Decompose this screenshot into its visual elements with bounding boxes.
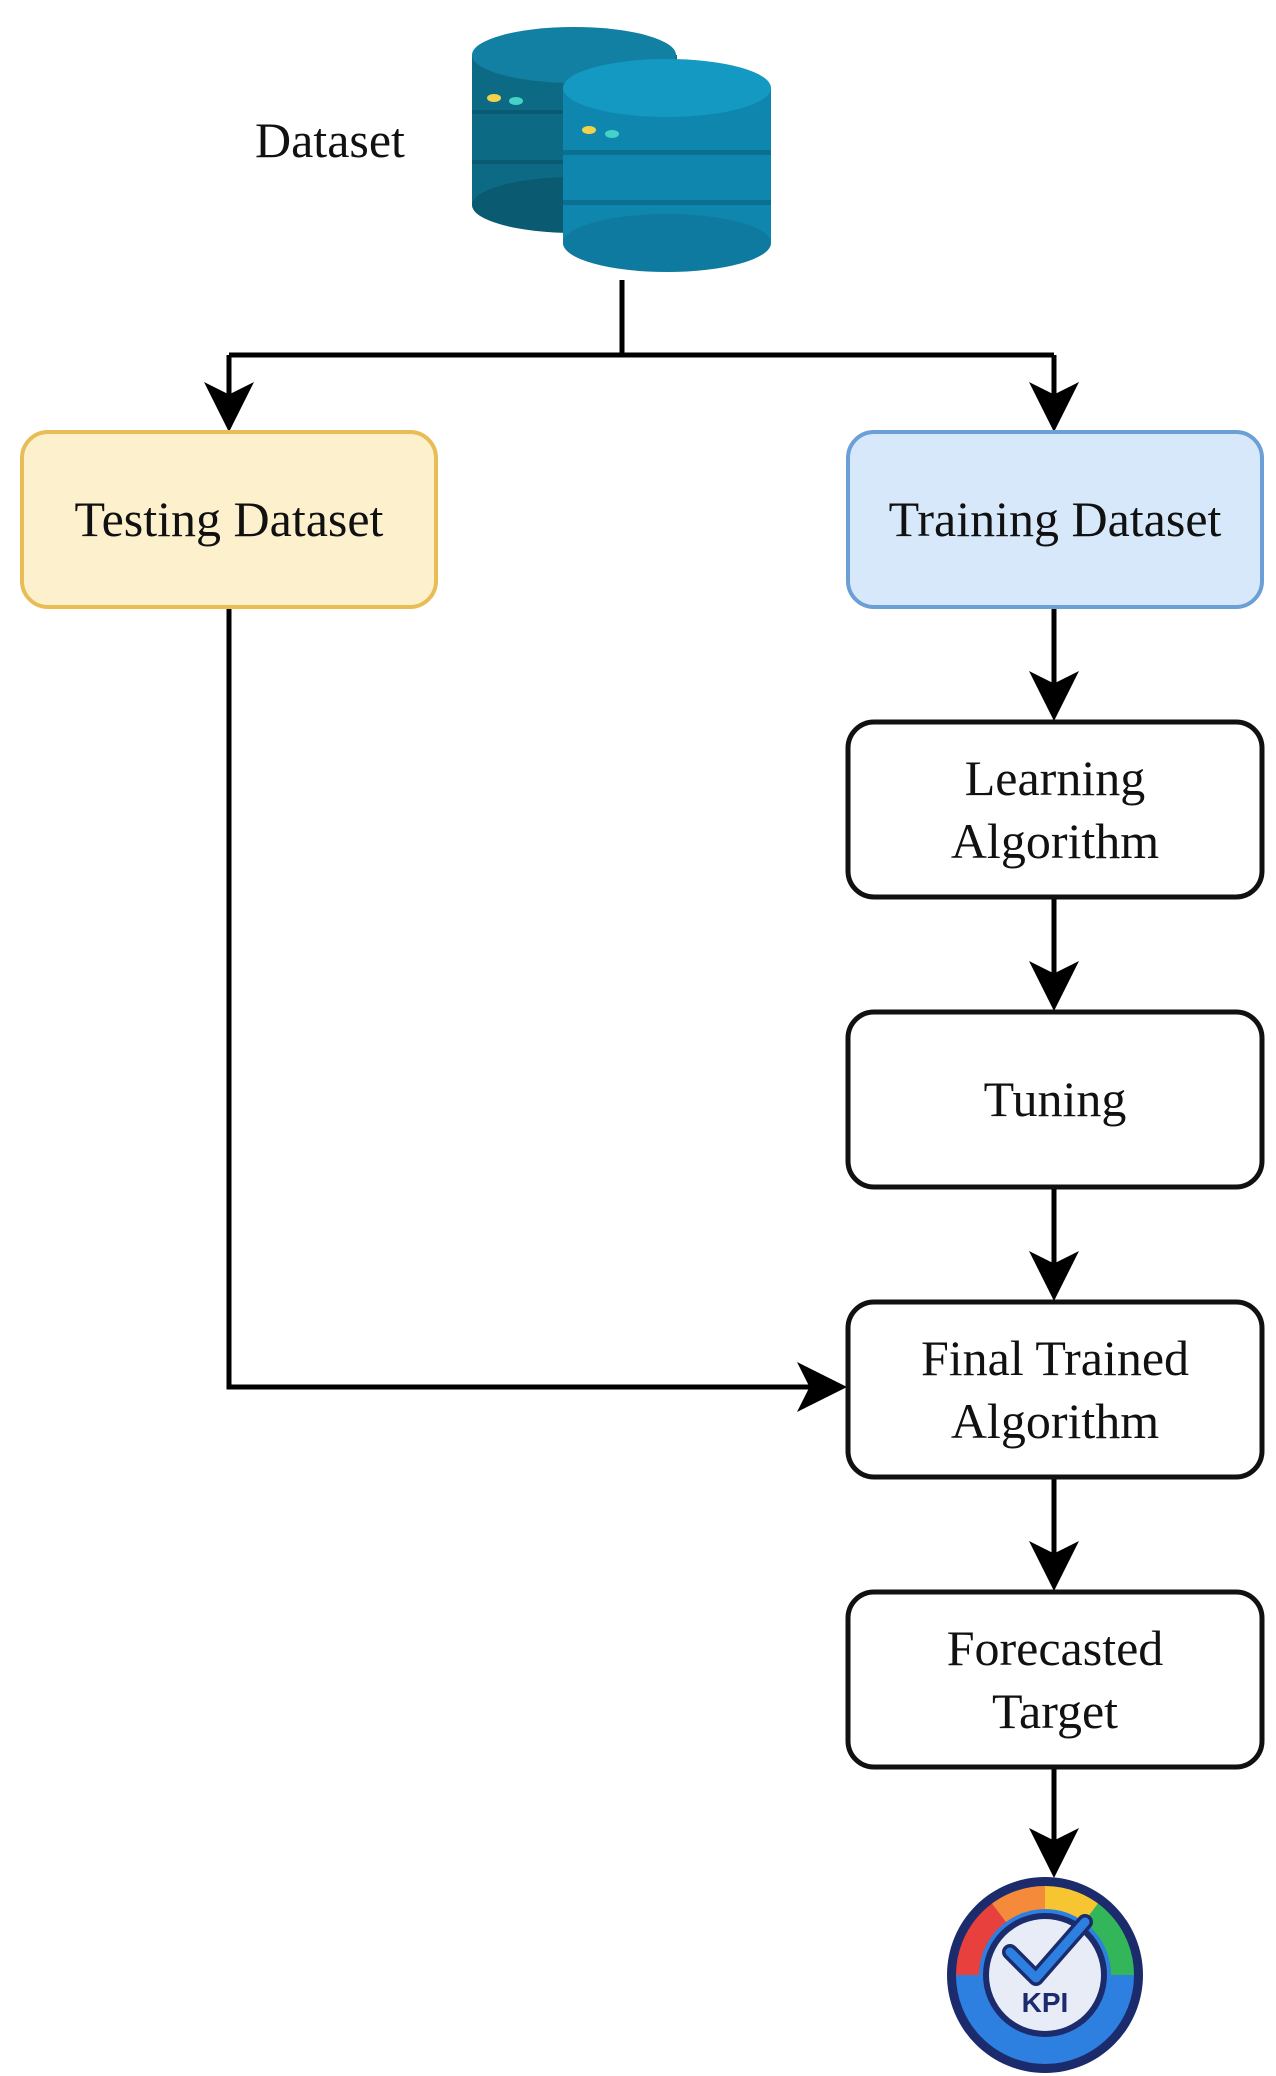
final-trained-algorithm-label: Final Trained Algorithm (920, 1330, 1190, 1449)
testing-dataset-label: Testing Dataset (74, 491, 384, 548)
kpi-gauge-icon: KPI (947, 1877, 1143, 2073)
tuning-box (845, 1009, 1265, 1190)
forecasted-target-box (845, 1589, 1265, 1770)
training-dataset-box (846, 430, 1264, 609)
forecasted-target-label: Forecasted Target (946, 1620, 1164, 1739)
connectors (204, 280, 1079, 1878)
arrow-testing-to-final (226, 607, 847, 1412)
database-icon (472, 27, 771, 272)
training-dataset-label: Training Dataset (888, 491, 1222, 548)
kpi-icon-text: KPI (1022, 1987, 1069, 2018)
final-trained-algorithm-box (845, 1299, 1265, 1480)
tuning-label: Tuning (983, 1071, 1127, 1128)
learning-algorithm-box (845, 719, 1265, 900)
learning-algorithm-label: Learning Algorithm (950, 750, 1160, 869)
testing-dataset-box (20, 430, 438, 609)
dataset-label: Dataset (255, 112, 405, 168)
